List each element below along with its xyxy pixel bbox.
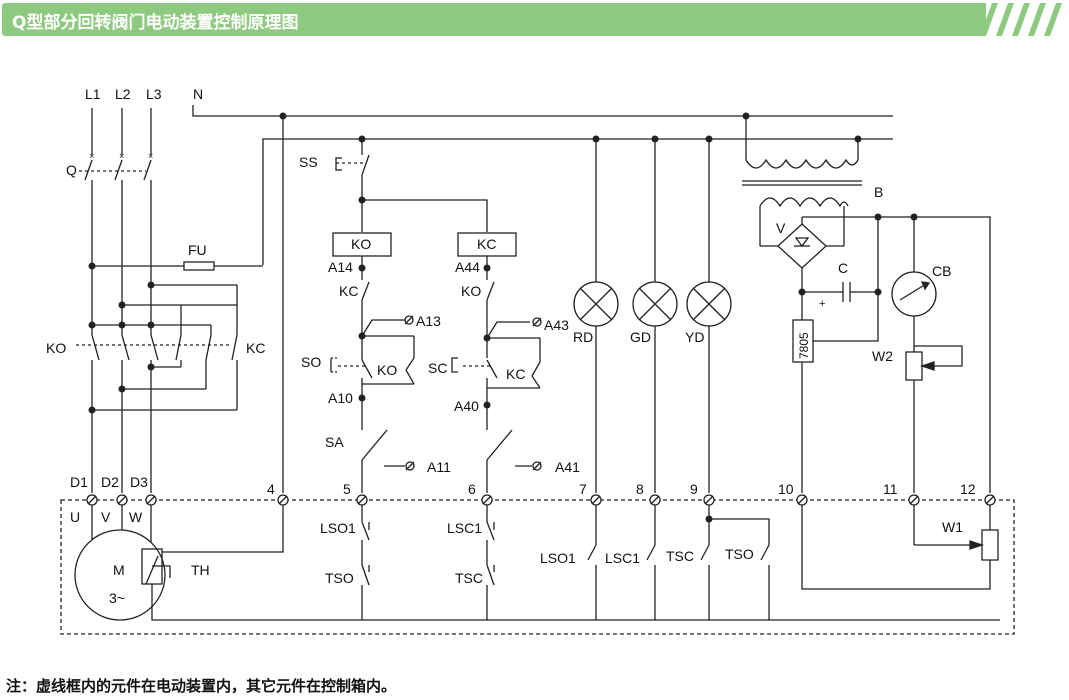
label-a14: A14 <box>328 259 353 275</box>
label-lso1-aux: LSO1 <box>540 550 576 566</box>
label-tso-aux: TSO <box>725 546 754 562</box>
label-so: SO <box>301 354 321 370</box>
page-title: Q型部分回转阀门电动装置控制原理图 <box>12 13 299 33</box>
label-t10: 10 <box>778 481 794 497</box>
label-lsc1-aux: LSC1 <box>605 550 640 566</box>
label-th: TH <box>191 562 210 578</box>
svg-text:×: × <box>148 151 153 161</box>
label-holding-ko: KO <box>377 362 397 378</box>
label-holding-kc: KC <box>506 366 525 382</box>
pot-w1 <box>981 529 999 561</box>
actuator-boundary <box>60 499 1015 635</box>
header-band-graphic <box>2 3 1062 36</box>
label-v-phase: V <box>101 509 111 525</box>
label-cb: CB <box>932 263 951 279</box>
label-a13: A13 <box>416 313 441 329</box>
label-interlock-kc: KC <box>339 283 358 299</box>
label-b: B <box>874 184 883 200</box>
label-a43: A43 <box>544 317 569 333</box>
control-circuit-diagram: L1 L2 L3 N × × × Q FU <box>46 86 1015 635</box>
label-t8: 8 <box>636 481 644 497</box>
fuse-fu <box>183 261 215 271</box>
indicator-lamps <box>573 139 732 493</box>
label-t9: 9 <box>690 481 698 497</box>
rectifier-bridge <box>759 216 878 320</box>
motor-m <box>74 505 1000 621</box>
main-contactors <box>76 284 238 493</box>
label-a41: A41 <box>555 459 580 475</box>
label-7805: 7805 <box>797 332 811 359</box>
meter-cb <box>878 216 991 493</box>
label-rd: RD <box>573 329 593 345</box>
label-sa: SA <box>325 434 344 450</box>
device-switches <box>361 505 999 620</box>
svg-text:×: × <box>89 151 94 161</box>
label-contactor-kc: KC <box>246 340 265 356</box>
transformer <box>742 116 862 225</box>
junction-dots <box>88 112 918 523</box>
label-l1: L1 <box>85 86 101 102</box>
open-branch <box>330 232 415 493</box>
label-3phase: 3~ <box>109 590 125 606</box>
label-c: C <box>838 260 848 276</box>
label-u: U <box>70 509 80 525</box>
label-contactor-ko: KO <box>46 340 66 356</box>
label-a44: A44 <box>455 259 480 275</box>
label-fu: FU <box>188 242 207 258</box>
label-tsc-nc: TSC <box>455 570 483 586</box>
label-d3: D3 <box>130 474 148 490</box>
three-phase-supply: × × × <box>79 108 153 335</box>
svg-text:×: × <box>119 151 124 161</box>
label-t7: 7 <box>579 481 587 497</box>
label-a40: A40 <box>454 398 479 414</box>
label-gd: GD <box>630 329 651 345</box>
label-cap-plus: + <box>819 298 825 310</box>
label-sc: SC <box>428 360 447 376</box>
label-a11: A11 <box>427 459 451 475</box>
label-t11: 11 <box>883 481 898 497</box>
label-t6: 6 <box>468 481 476 497</box>
label-m: M <box>113 562 125 578</box>
label-w2: W2 <box>872 348 893 364</box>
label-a10: A10 <box>328 390 353 406</box>
header-band: Q型部分回转阀门电动装置控制原理图 <box>0 0 1069 40</box>
neutral-line <box>192 105 893 117</box>
label-interlock-ko: KO <box>461 283 481 299</box>
label-w1: W1 <box>942 519 963 535</box>
label-lsc1-nc: LSC1 <box>447 520 482 536</box>
label-t4: 4 <box>267 481 275 497</box>
label-lso1-nc: LSO1 <box>320 520 356 536</box>
label-d1: D1 <box>70 474 88 490</box>
label-d2: D2 <box>101 474 119 490</box>
label-tso-nc: TSO <box>325 570 354 586</box>
label-w-phase: W <box>129 509 143 525</box>
label-t12: 12 <box>960 481 976 497</box>
close-branch <box>451 232 541 493</box>
label-coil-ko: KO <box>351 236 371 252</box>
pot-w2 <box>905 351 923 381</box>
label-coil-kc: KC <box>477 236 496 252</box>
footnote: 注：虚线框内的元件在电动装置内，其它元件在控制箱内。 <box>6 677 397 695</box>
label-tsc-aux: TSC <box>666 548 694 564</box>
stop-switch-ss <box>335 139 370 232</box>
label-n: N <box>193 86 203 102</box>
capacitor-c <box>802 282 878 302</box>
label-breaker-q: Q <box>66 162 77 178</box>
label-ss: SS <box>299 154 318 170</box>
label-t5: 5 <box>343 481 351 497</box>
label-l2: L2 <box>115 86 131 102</box>
control-bus <box>262 138 893 265</box>
label-l3: L3 <box>146 86 162 102</box>
label-v: V <box>776 220 786 236</box>
label-yd: YD <box>685 329 704 345</box>
